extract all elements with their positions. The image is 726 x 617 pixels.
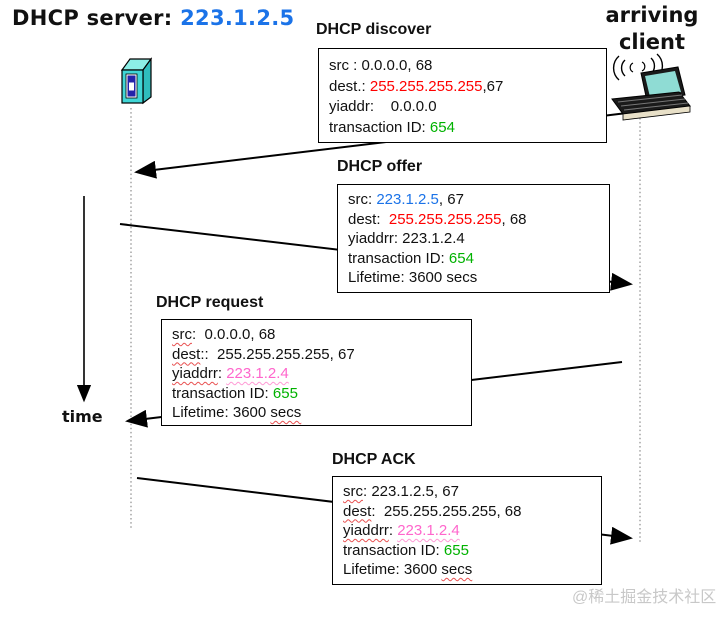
message-line: dest: 255.255.255.255, 68 <box>348 210 609 230</box>
laptop-wifi-icon <box>611 53 691 121</box>
message-line-segment: 655 <box>272 384 298 402</box>
message-line-segment: src: <box>348 191 377 208</box>
message-line: src: 223.1.2.5, 67 <box>343 482 601 502</box>
message-line-segment: 223.1.2.4 <box>226 365 289 382</box>
message-line-segment: transaction ID: <box>348 249 449 267</box>
message-line-segment: ,67 <box>482 77 504 95</box>
message-line-segment: yiaddrr <box>172 365 218 382</box>
message-line-segment: Lifetime: 3600 <box>343 561 442 578</box>
message-line: yiaddrr: 223.1.2.4 <box>348 229 609 249</box>
message-line-segment: dest.: <box>329 77 370 95</box>
message-title-ack: DHCP ACK <box>332 451 416 468</box>
message-line-segment: secs <box>441 561 473 578</box>
watermark: @稀土掘金技术社区 <box>572 589 717 606</box>
client-title-line1: arriving <box>605 3 699 27</box>
message-line: src: 0.0.0.0, 68 <box>172 325 471 345</box>
message-line: src: 223.1.2.5, 67 <box>348 190 609 210</box>
message-line-segment: 223.1.2.5 <box>376 191 439 208</box>
message-line-segment: secs <box>270 404 302 421</box>
time-axis-label: time <box>62 407 103 426</box>
client-title: arriving client <box>594 2 710 56</box>
server-title-label: DHCP server: <box>12 6 181 30</box>
message-line-segment: Lifetime: 3600 <box>172 404 271 421</box>
message-line-segment: 654 <box>429 118 455 136</box>
message-line-segment: transaction ID: <box>329 118 430 136</box>
message-line-segment: 255.255.255.255 <box>369 77 483 95</box>
message-line-segment: : <box>388 522 398 539</box>
message-line-segment: : <box>217 365 227 382</box>
server-tower-icon <box>120 57 153 105</box>
message-line: transaction ID: 655 <box>343 541 601 561</box>
message-line-segment: 654 <box>448 249 474 267</box>
message-line-segment: : 223.1.2.5, 67 <box>363 483 459 500</box>
message-line-segment: src : 0.0.0.0, 68 <box>329 57 433 74</box>
message-line-segment: dest: <box>348 210 389 228</box>
message-line-segment: transaction ID: <box>343 541 444 559</box>
message-line-segment: dest <box>343 502 372 520</box>
message-line-segment: yiaddr: 0.0.0.0 <box>329 98 437 115</box>
message-line: dest.: 255.255.255.255,67 <box>329 77 606 98</box>
message-line-segment: 655 <box>443 541 469 559</box>
message-line-segment: transaction ID: <box>172 384 273 402</box>
message-line-segment: src <box>172 326 192 343</box>
message-line: dest:: 255.255.255.255, 67 <box>172 345 471 365</box>
message-line-segment: yiaddrr <box>343 522 389 539</box>
message-title-offer: DHCP offer <box>337 158 423 175</box>
message-line: dest: 255.255.255.255, 68 <box>343 502 601 522</box>
message-line-segment: 255.255.255.255 <box>388 210 502 228</box>
message-line-segment: : 255.255.255.255, 68 <box>371 502 522 520</box>
message-line: transaction ID: 654 <box>348 249 609 269</box>
client-title-line2: client <box>618 30 686 54</box>
message-title-discover: DHCP discover <box>316 21 432 38</box>
server-ip: 223.1.2.5 <box>180 6 295 30</box>
message-line-segment: , 68 <box>501 210 527 228</box>
message-line-segment: :: 255.255.255.255, 67 <box>200 345 355 363</box>
message-line: transaction ID: 654 <box>329 118 606 139</box>
message-line-segment: src <box>343 483 363 500</box>
message-line-segment: dest <box>172 345 201 363</box>
message-line-segment: Lifetime: 3600 secs <box>348 269 478 286</box>
message-line-segment: , 67 <box>438 191 464 208</box>
message-box-discover: src : 0.0.0.0, 68 dest.: 255.255.255.255,… <box>318 48 607 143</box>
message-line: Lifetime: 3600 secs <box>343 560 601 580</box>
message-line: Lifetime: 3600 secs <box>348 268 609 288</box>
message-line: transaction ID: 655 <box>172 384 471 404</box>
message-line: yiaddrr: 223.1.2.4 <box>172 364 471 384</box>
message-line: yiaddr: 0.0.0.0 <box>329 97 606 118</box>
message-title-request: DHCP request <box>156 294 264 311</box>
server-title: DHCP server: 223.1.2.5 <box>12 6 294 30</box>
message-line-segment: : 0.0.0.0, 68 <box>192 326 276 343</box>
message-line-segment: 223.1.2.4 <box>397 522 460 539</box>
message-line: Lifetime: 3600 secs <box>172 403 471 423</box>
message-line: src : 0.0.0.0, 68 <box>329 56 606 77</box>
message-line-segment: yiaddrr: 223.1.2.4 <box>348 230 465 247</box>
message-line: yiaddrr: 223.1.2.4 <box>343 521 601 541</box>
